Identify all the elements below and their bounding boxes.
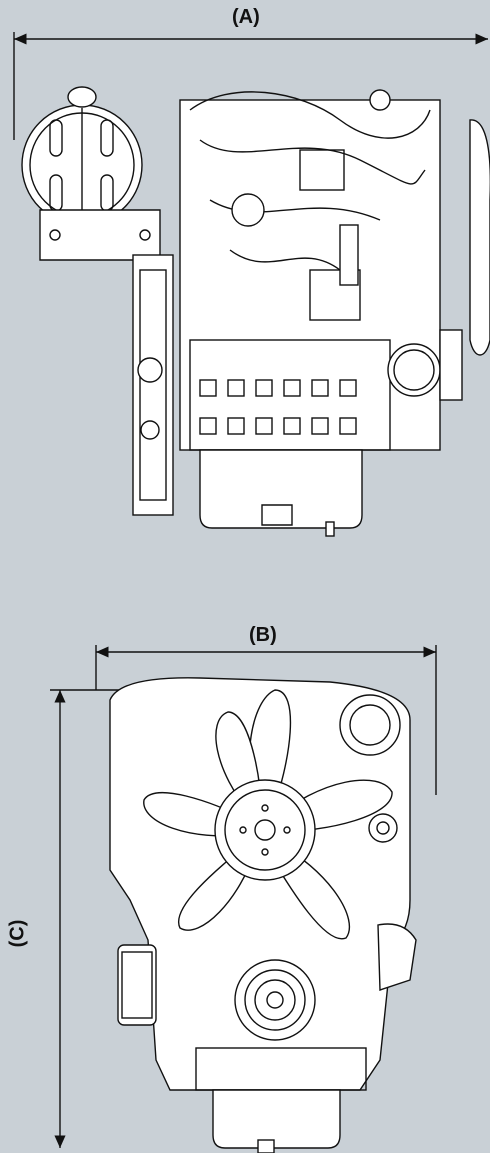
dimension-b-label: (B) bbox=[249, 624, 277, 646]
dimension-b-line bbox=[95, 645, 437, 795]
engine-side-view bbox=[21, 86, 490, 537]
dimension-a-label: (A) bbox=[232, 6, 260, 28]
fan bbox=[143, 689, 393, 940]
dimension-c-label: (C) bbox=[6, 919, 29, 948]
dimension-a-line bbox=[13, 32, 488, 140]
engine-front-view bbox=[109, 677, 417, 1153]
